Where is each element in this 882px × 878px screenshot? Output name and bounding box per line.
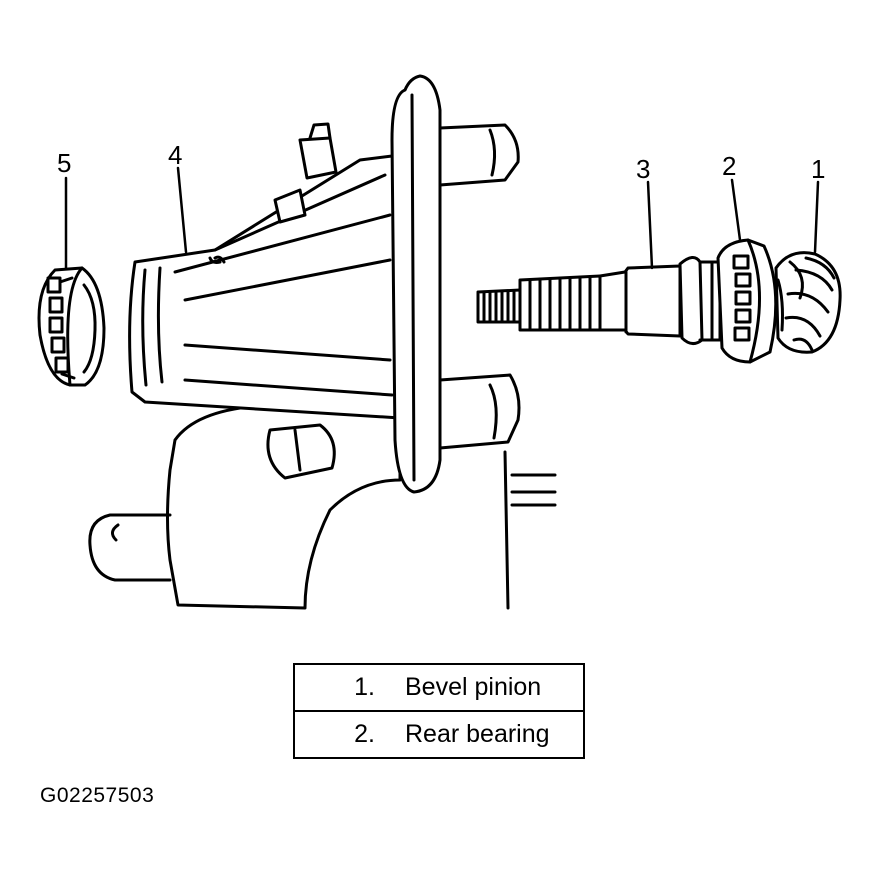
front-bearing (37, 266, 106, 387)
legend-row: 2. Rear bearing (295, 710, 583, 757)
callout-4: 4 (168, 140, 183, 170)
leader-lines (64, 166, 820, 270)
figure-id: G02257503 (40, 784, 155, 807)
legend-part-name: Bevel pinion (405, 673, 542, 701)
legend-row: 1. Bevel pinion (295, 665, 583, 710)
callout-3: 3 (636, 154, 651, 184)
bevel-pinion (774, 251, 842, 354)
legend-number: 1. (354, 673, 375, 701)
callout-5: 5 (57, 148, 72, 178)
legend-number: 2. (354, 720, 375, 748)
legend-part-name: Rear bearing (405, 720, 550, 748)
transmission-case (88, 403, 557, 610)
pinion-shaft (476, 256, 722, 345)
callout-1: 1 (811, 154, 826, 184)
extension-housing (128, 74, 521, 494)
rear-bearing (716, 238, 778, 364)
parts-legend: 1. Bevel pinion 2. Rear bearing (293, 663, 585, 759)
callout-2: 2 (722, 151, 737, 181)
